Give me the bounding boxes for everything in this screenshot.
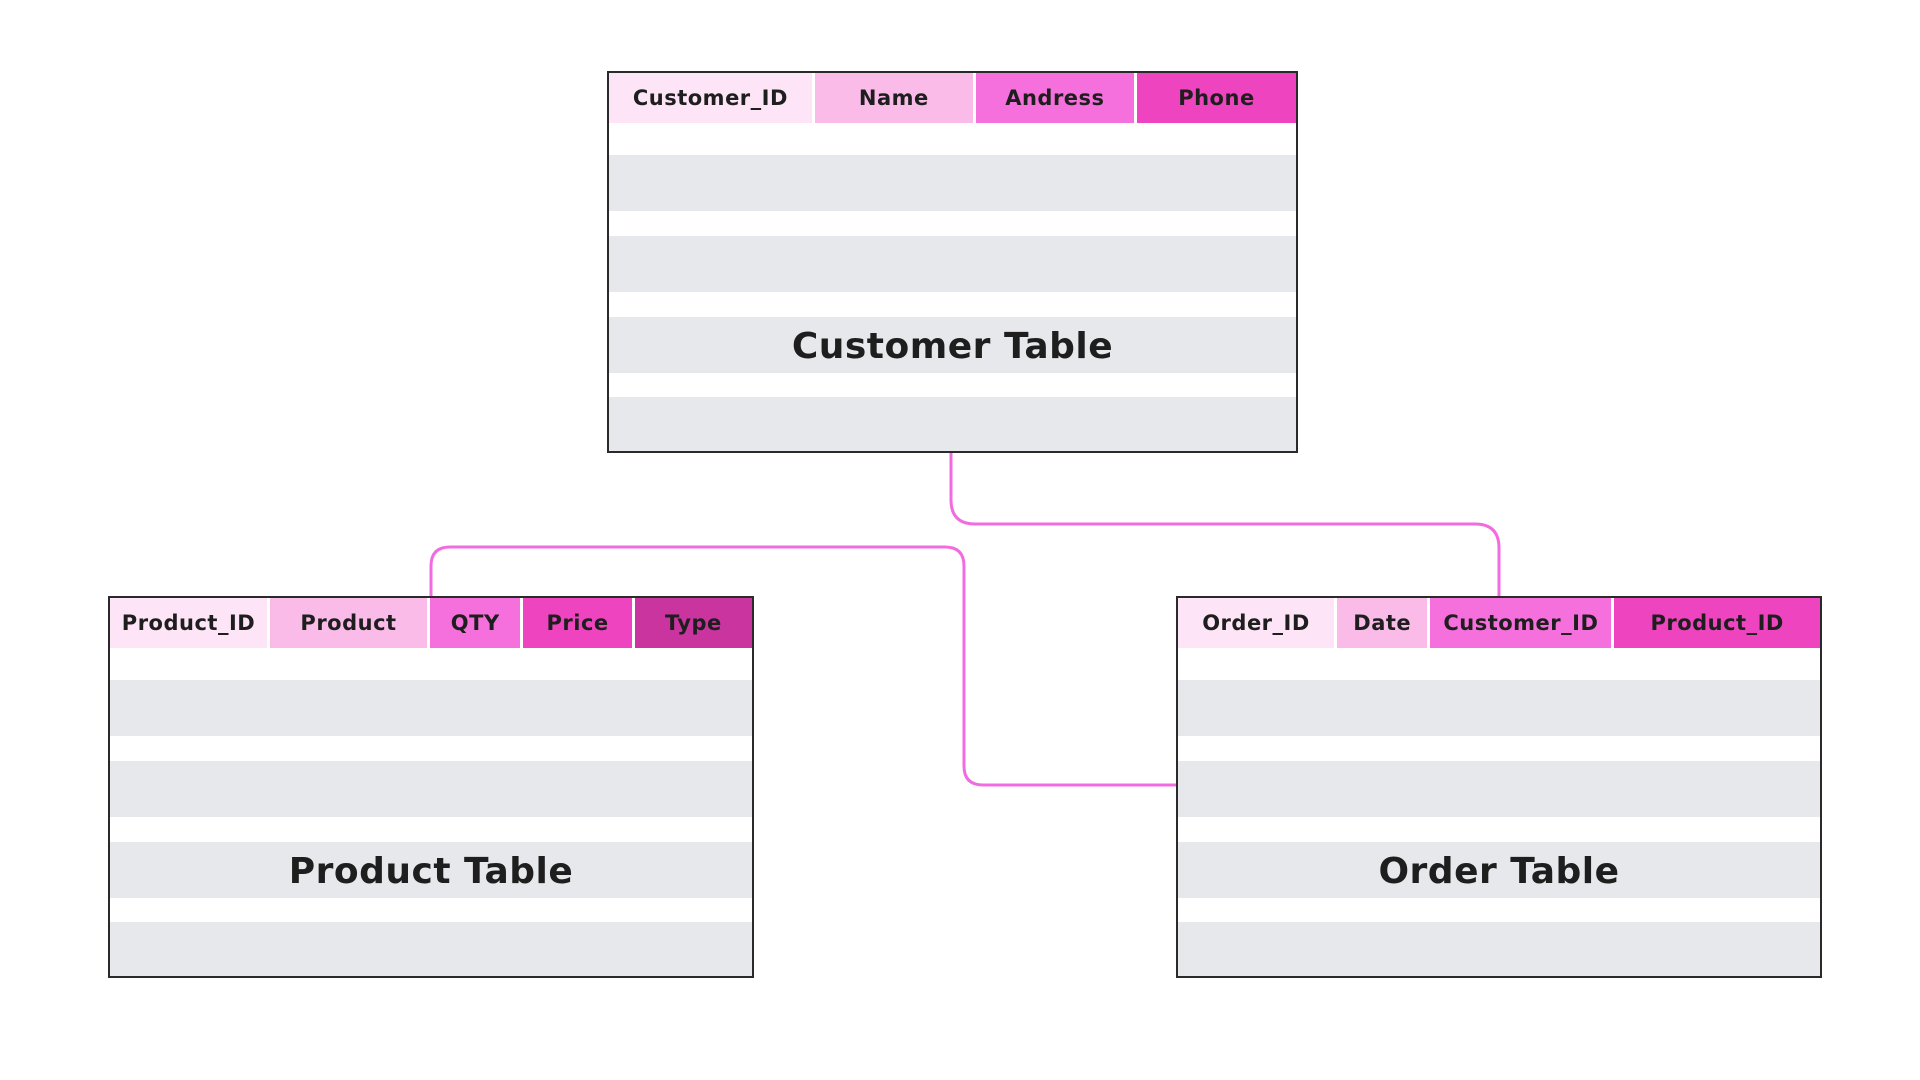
table-row: [110, 680, 752, 736]
order-table-header: Order_ID Date Customer_ID Product_ID: [1178, 598, 1820, 648]
table-title: Customer Table: [791, 326, 1114, 367]
table-row: [1178, 761, 1820, 817]
table-row: [110, 842, 752, 898]
table-row: [609, 236, 1296, 292]
product-table: Product_ID Product QTY Price Type Produc…: [108, 596, 754, 978]
column-date: Date: [1337, 598, 1431, 648]
table-row: [609, 317, 1296, 373]
connector-product-to-order: [429, 545, 1176, 787]
column-price: Price: [523, 598, 635, 648]
table-row: [1178, 842, 1820, 898]
table-title: Product Table: [288, 851, 574, 892]
table-row: [110, 922, 752, 976]
table-title: Order Table: [1378, 851, 1620, 892]
customer-table: Customer_ID Name Andress Phone Customer …: [607, 71, 1298, 453]
column-customer-id: Customer_ID: [609, 73, 815, 123]
column-andress: Andress: [975, 73, 1137, 123]
table-row: [1178, 922, 1820, 976]
column-product-id: Product_ID: [110, 598, 270, 648]
order-table: Order_ID Date Customer_ID Product_ID Ord…: [1176, 596, 1822, 978]
column-name: Name: [814, 73, 976, 123]
column-product-id: Product_ID: [1614, 598, 1820, 648]
column-customer-id: Customer_ID: [1430, 598, 1615, 648]
table-row: [609, 397, 1296, 451]
customer-table-header: Customer_ID Name Andress Phone: [609, 73, 1296, 123]
product-table-header: Product_ID Product QTY Price Type: [110, 598, 752, 648]
column-type: Type: [634, 598, 752, 648]
table-row: [110, 761, 752, 817]
column-product: Product: [270, 598, 430, 648]
column-qty: QTY: [430, 598, 524, 648]
connector-customer-to-order: [949, 453, 1501, 596]
column-order-id: Order_ID: [1178, 598, 1338, 648]
table-row: [609, 155, 1296, 211]
table-row: [1178, 680, 1820, 736]
column-phone: Phone: [1136, 73, 1296, 123]
